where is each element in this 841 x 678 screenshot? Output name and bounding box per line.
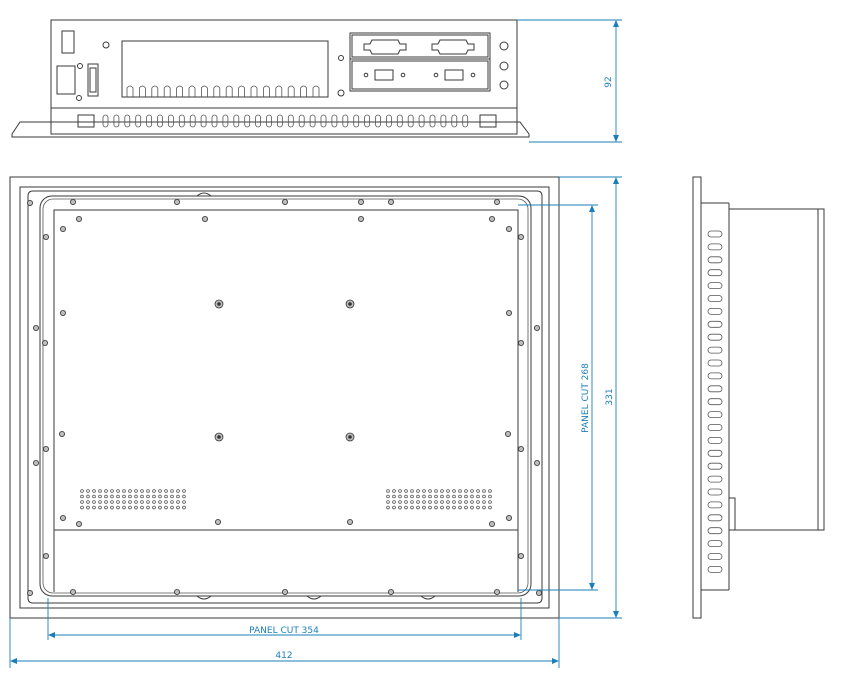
front-view-inner-frame [19, 186, 550, 609]
top-height-label: 92 [604, 76, 614, 87]
top-view-switch [61, 30, 75, 54]
top-view-bezel-plate [11, 121, 530, 138]
panel-cut-width-label: PANEL CUT 354 [249, 626, 319, 636]
side-view-housing [728, 208, 825, 531]
top-view-vga-port-1 [374, 69, 394, 81]
top-view-latch-right [479, 114, 497, 128]
top-view-led-2 [77, 63, 83, 69]
front-view-vent-grid-right [386, 489, 492, 510]
top-view-screw-2 [338, 55, 344, 61]
top-view-led [102, 41, 110, 49]
top-view-vga-port-2 [444, 69, 464, 81]
top-view-slot-teeth [126, 85, 320, 97]
panel-cut-height-label: PANEL CUT 268 [581, 363, 591, 433]
front-view [9, 176, 560, 619]
top-view-db9-port-1 [363, 39, 407, 55]
top-view-bezel-frame [50, 107, 518, 135]
top-view-db9-port-2 [431, 39, 475, 55]
side-view-bezel [692, 176, 702, 619]
dimension-panel-cut-width: PANEL CUT 354 [47, 598, 522, 640]
top-view [11, 19, 530, 138]
top-view-vent-slots [102, 114, 469, 128]
top-view-jack-3 [499, 80, 509, 90]
front-view-screws [26, 198, 543, 597]
dimension-panel-cut-height: PANEL CUT 268 [518, 204, 598, 591]
front-view-gasket [39, 195, 532, 597]
top-view-usb-port [87, 63, 99, 97]
top-view-screw [337, 89, 345, 97]
top-view-port-box [349, 32, 491, 92]
dimension-top-height: 92 [517, 19, 622, 143]
front-view-back-panel [53, 209, 519, 531]
top-view-expansion-slot [121, 40, 329, 98]
top-view-ethernet-port [56, 65, 76, 95]
top-view-jack-1 [499, 41, 509, 51]
top-view-latch-left [77, 114, 95, 128]
front-height-label: 331 [605, 388, 615, 405]
top-view-led-3 [76, 95, 82, 101]
side-view [692, 176, 825, 619]
side-view-vent-slots [707, 230, 723, 573]
front-width-label: 412 [275, 651, 292, 661]
front-view-vent-grid-left [80, 489, 186, 510]
front-view-bezel-edge [27, 190, 543, 604]
top-view-jack-2 [499, 61, 509, 71]
dimension-front-height: 331 [559, 176, 622, 619]
front-view-outer-frame [9, 176, 560, 619]
dimension-front-width: 412 [9, 618, 560, 668]
